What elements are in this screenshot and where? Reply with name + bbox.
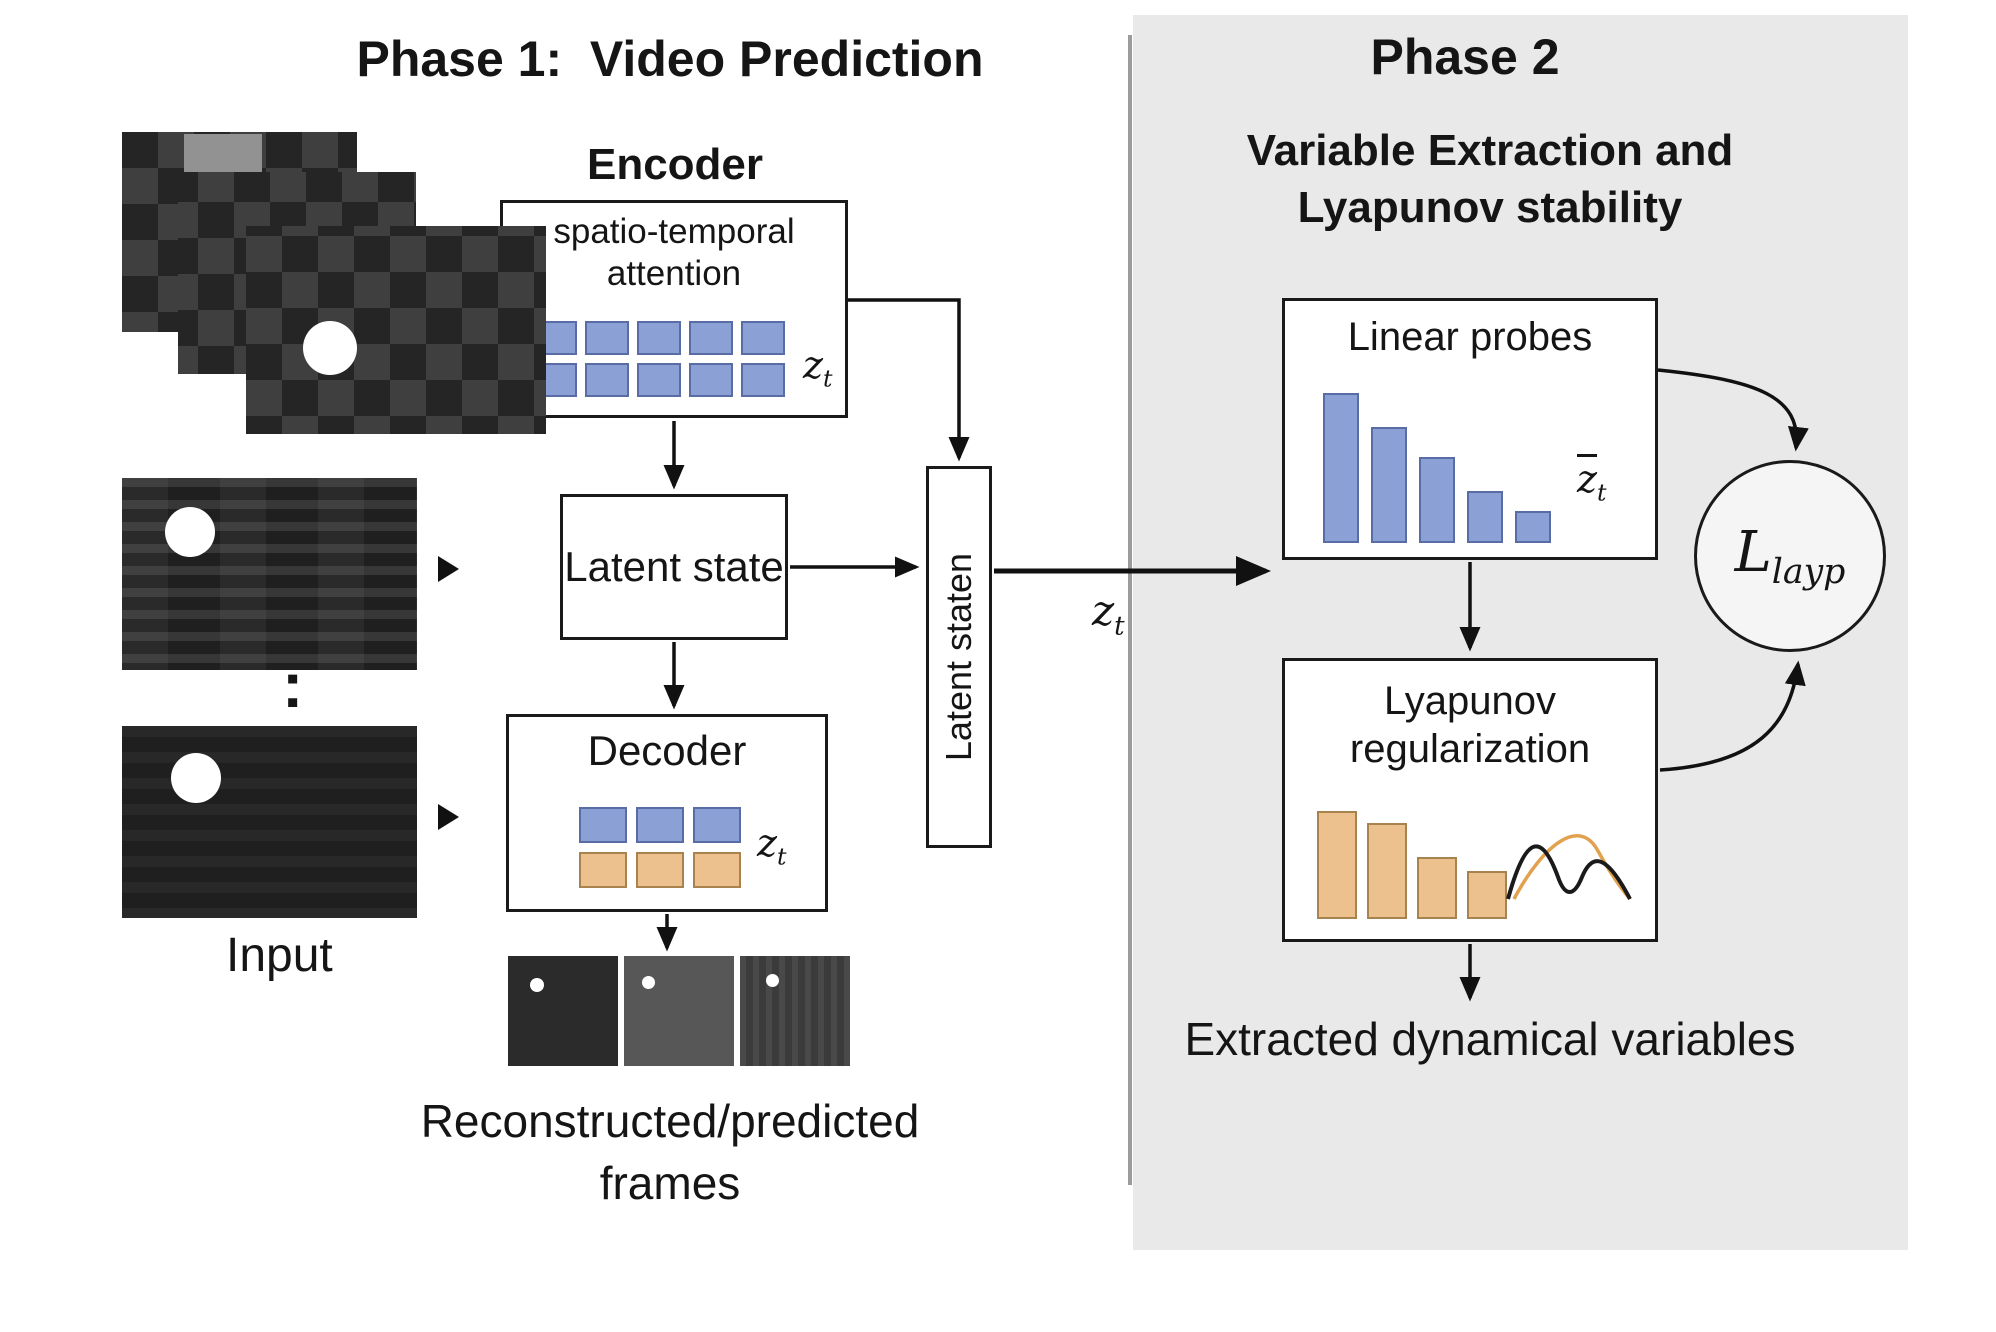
bar [1417,857,1457,919]
phase2-subtitle: Variable Extraction and Lyapunov stabili… [1246,126,1734,233]
distribution-curves-icon [1506,834,1632,901]
decoded-token-square [636,852,684,888]
input-frame-ball-1 [122,478,417,670]
latent-staten-label: Latent staten [938,552,980,762]
mean-latent-symbol-zt: zt [1577,457,1607,507]
latent-token-grid [533,321,785,397]
bar [1367,823,1407,919]
ball-icon [303,321,357,375]
phase-divider-line [1128,35,1132,1185]
arrow-right-marker [438,556,459,582]
latent-token-square [579,807,627,843]
latent-state-box: Latent state [560,494,788,640]
reconstructed-frame-2 [624,956,734,1066]
latent-token-square [689,363,733,397]
ellipsis-dots: : [282,649,304,721]
latent-token-square [636,807,684,843]
lyapunov-bar-chart-icon [1317,811,1507,919]
encoder-to-column-arrow [848,298,970,462]
latent-token-square [585,321,629,355]
arrow-right-marker [438,804,459,830]
decoder-box: Decoder zt [506,714,828,912]
phase2-title: Phase 2 [1370,29,1560,85]
reconstructed-caption: Reconstructed/predicted frames [420,1095,920,1210]
lyapunov-loss-circle: Llayp [1694,460,1886,652]
bar [1323,393,1359,543]
latent-state-label: Latent state [564,542,784,590]
encoder-heading: Encoder [586,140,764,189]
bar [1419,457,1455,543]
input-label: Input [226,929,333,982]
decoder-label: Decoder [587,727,747,774]
latent-staten-box: Latent staten [926,466,992,848]
bar [1467,491,1503,543]
latent-token-square [637,363,681,397]
linear-probes-bar-chart-icon [1323,393,1551,543]
extracted-variables-label: Extracted dynamical variables [1184,1013,1796,1065]
latent-symbol-zt: zt [1092,586,1125,642]
latent-token-square [585,363,629,397]
latent-token-square [741,363,785,397]
lyapunov-regularization-label: Lyapunov regularization [1349,679,1591,771]
bar [1371,427,1407,543]
ball-icon [766,974,779,987]
latent-symbol-zt: zt [803,343,833,393]
decoder-token-grid [579,807,741,888]
input-frame-front [246,226,546,434]
loss-symbol-Llayp: Llayp [1734,519,1846,593]
ball-icon [642,976,655,989]
latent-token-square [689,321,733,355]
phase1-title: Phase 1: Video Prediction [356,31,984,87]
input-frame-ball-2 [122,726,417,918]
encoder-box: spatio-temporal attention zt [500,200,848,418]
ball-icon [165,507,215,557]
latent-token-square [693,807,741,843]
decoded-token-square [693,852,741,888]
lyapunov-regularization-box: Lyapunov regularization [1282,658,1658,942]
bar [1317,811,1357,919]
reconstructed-frame-1 [508,956,618,1066]
latent-token-square [637,321,681,355]
bar [1515,511,1551,543]
decoded-token-square [579,852,627,888]
linear-probes-label: Linear probes [1347,315,1593,359]
latent-symbol-zt: zt [757,821,787,871]
ball-icon [530,978,544,992]
linear-probes-box: Linear probes zt [1282,298,1658,560]
bar [1467,871,1507,919]
encoder-attention-label: spatio-temporal attention [553,212,795,293]
latent-token-square [741,321,785,355]
reconstructed-frame-3 [740,956,850,1066]
ball-icon [171,753,221,803]
